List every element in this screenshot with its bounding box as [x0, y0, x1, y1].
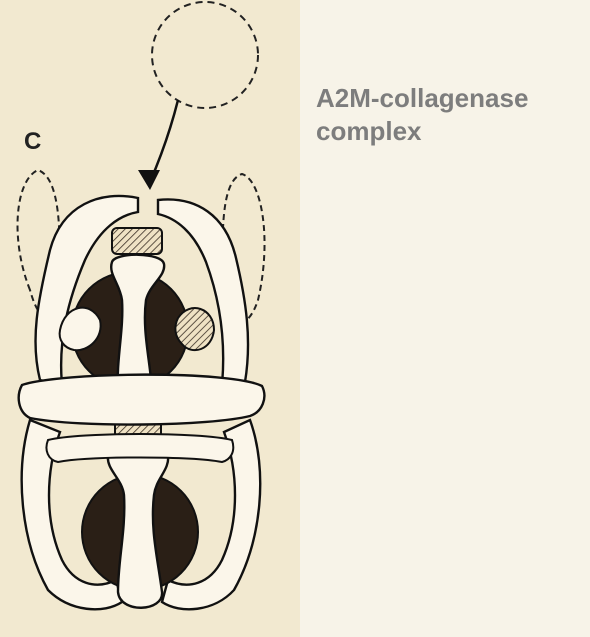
caption-line-2: complex: [316, 115, 581, 148]
entry-arrow: [138, 100, 178, 190]
figure-caption: A2M-collagenase complex: [316, 82, 581, 148]
panel-letter: C: [24, 128, 41, 156]
a2m-complex-drawing: [0, 0, 300, 637]
caption-line-1: A2M-collagenase: [316, 82, 581, 115]
collagenase-dashed-circle: [152, 2, 258, 108]
complex-illustration: [0, 0, 300, 637]
top-hatched-block: [112, 228, 162, 254]
middle-band: [19, 375, 265, 425]
lower-inner-arch: [46, 434, 233, 462]
upper-right-knob: [175, 308, 214, 350]
